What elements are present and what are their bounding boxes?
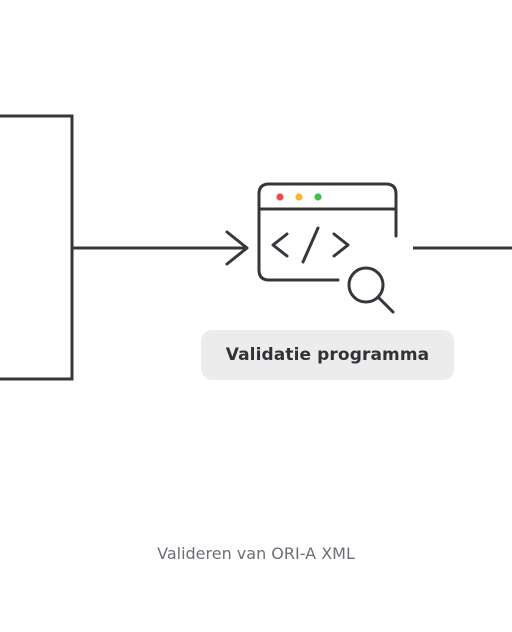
diagram-caption: Valideren van ORI-A XML bbox=[157, 544, 355, 563]
validator-label: Validatie programma bbox=[225, 345, 430, 365]
window-dot-yellow bbox=[295, 193, 303, 201]
window-dot-green bbox=[314, 193, 322, 201]
code-window-search-icon bbox=[257, 182, 398, 314]
validator-label-pill: Validatie programma bbox=[201, 330, 454, 380]
window-dot-red bbox=[276, 193, 284, 201]
input-arrow bbox=[72, 230, 249, 266]
source-box bbox=[0, 114, 74, 381]
